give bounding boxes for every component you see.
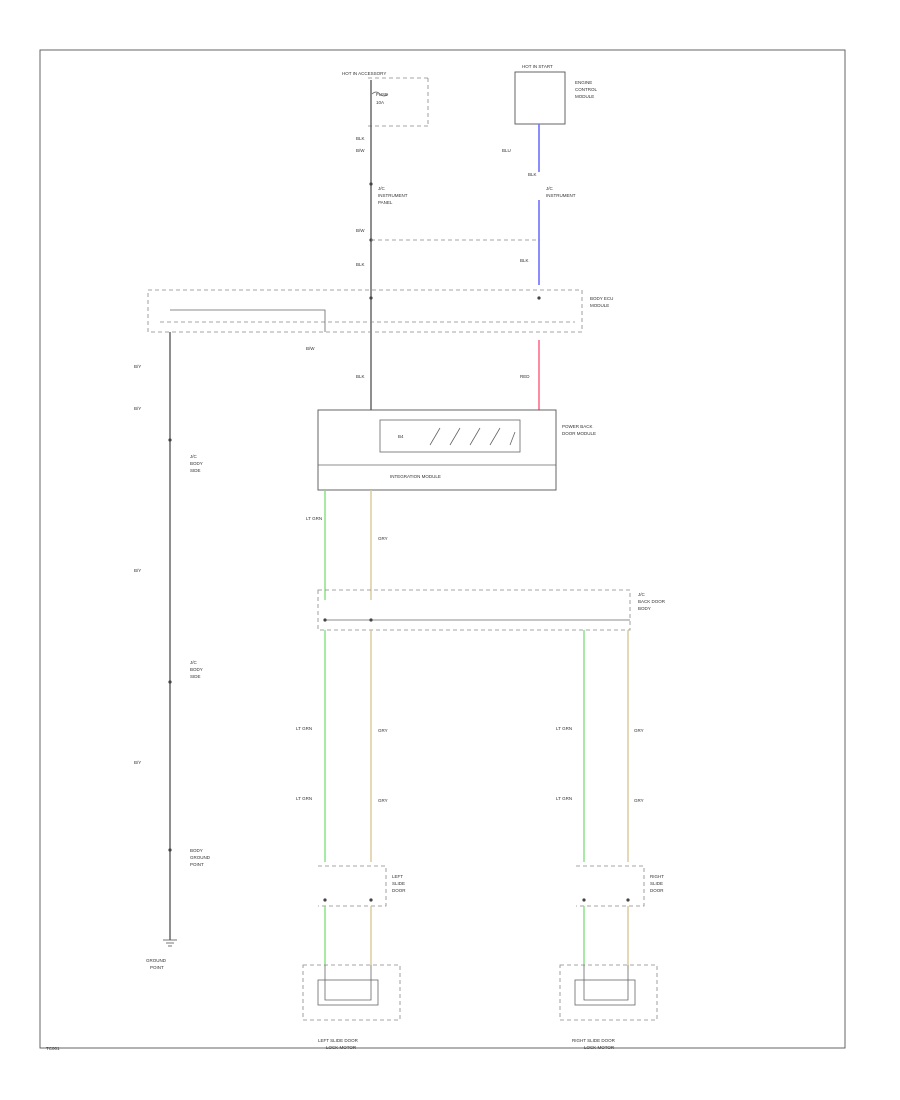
svg-text:RIGHT SLIDE DOOR: RIGHT SLIDE DOOR [572,1038,616,1043]
top-fuse-note-2: 10A [376,100,384,105]
ground-symbol [163,939,177,947]
corner-code: TC001 [46,1046,60,1051]
svg-text:INTEGRATION MODULE: INTEGRATION MODULE [390,474,441,479]
svg-text:J/C: J/C [190,454,198,459]
svg-text:BLK: BLK [520,258,529,263]
svg-text:BODY: BODY [190,848,203,853]
svg-text:GROUND: GROUND [190,855,211,860]
right-lock-motor: RIGHT SLIDE DOOR LOCK MOTOR [559,964,658,1050]
svg-text:B/Y: B/Y [134,364,141,369]
svg-text:DOOR: DOOR [392,888,406,893]
top-fuse-label: HOT IN ACCESSORY [342,71,386,76]
svg-text:BACK DOOR: BACK DOOR [638,599,666,604]
svg-text:BLK: BLK [356,374,365,379]
svg-text:LT GRN: LT GRN [556,726,572,731]
svg-text:POWER BACK: POWER BACK [562,424,593,429]
svg-text:LT GRN: LT GRN [296,796,312,801]
wire-code-2: B/W [356,148,365,153]
svg-text:B4: B4 [398,434,404,439]
wire-code-5: BLK [356,262,365,267]
svg-text:GROUND: GROUND [146,958,167,963]
svg-text:INSTRUMENT: INSTRUMENT [546,193,576,198]
svg-text:SIDE: SIDE [190,674,201,679]
body-ecu-block: BODY ECU MODULE [147,289,613,333]
wire-code-1: BLK [356,136,365,141]
top-fuse-note-1: FUSE [376,92,388,97]
svg-text:BODY ECU: BODY ECU [590,296,613,301]
ignition-block: HOT IN START ENGINE CONTROL MODULE [514,64,597,125]
svg-text:MODULE: MODULE [590,303,609,308]
svg-text:LEFT: LEFT [392,874,403,879]
svg-text:LT GRN: LT GRN [296,726,312,731]
svg-text:LT GRN: LT GRN [306,516,322,521]
svg-text:SIDE: SIDE [190,468,201,473]
junction-c1-label: J/C [378,186,386,191]
svg-text:RED: RED [520,374,530,379]
wire-code-3: B/W [356,228,365,233]
svg-text:POINT: POINT [190,862,204,867]
svg-text:ENGINE: ENGINE [575,80,592,85]
svg-text:GRY: GRY [634,728,644,733]
left-door-connector: LEFT SLIDE DOOR [318,865,406,907]
svg-text:DOOR MODULE: DOOR MODULE [562,431,596,436]
svg-text:B/Y: B/Y [134,568,141,573]
top-fuse-block: HOT IN ACCESSORY FUSE 10A [342,71,429,127]
door-module-block: B4 INTEGRATION MODULE POWER BACK DOOR MO… [317,409,596,491]
svg-text:BLK: BLK [528,172,537,177]
svg-text:J/C: J/C [546,186,554,191]
svg-text:BODY: BODY [190,667,203,672]
svg-text:B/Y: B/Y [134,406,141,411]
right-door-connector: RIGHT SLIDE DOOR [576,865,664,907]
svg-text:GRY: GRY [634,798,644,803]
diagram-frame [39,49,846,1049]
wire-code-4: BLU [502,148,511,153]
svg-text:DOOR: DOOR [650,888,664,893]
svg-text:LT GRN: LT GRN [556,796,572,801]
svg-text:GRY: GRY [378,728,388,733]
svg-text:POINT: POINT [150,965,164,970]
svg-text:BODY: BODY [190,461,203,466]
svg-text:SLIDE: SLIDE [650,881,663,886]
svg-text:B/Y: B/Y [134,760,141,765]
svg-text:PANEL: PANEL [378,200,393,205]
left-lock-motor: LEFT SLIDE DOOR LOCK MOTOR [302,964,401,1050]
svg-text:LOCK MOTOR: LOCK MOTOR [584,1045,615,1050]
svg-text:LOCK MOTOR: LOCK MOTOR [326,1045,357,1050]
svg-text:HOT IN START: HOT IN START [522,64,553,69]
svg-text:J/C: J/C [638,592,646,597]
mid-junction-block: J/C BACK DOOR BODY [317,589,666,631]
svg-text:INSTRUMENT: INSTRUMENT [378,193,408,198]
svg-text:GRY: GRY [378,798,388,803]
svg-text:LEFT SLIDE DOOR: LEFT SLIDE DOOR [318,1038,359,1043]
svg-text:MODULE: MODULE [575,94,594,99]
svg-text:BODY: BODY [638,606,651,611]
svg-text:GRY: GRY [378,536,388,541]
svg-text:RIGHT: RIGHT [650,874,664,879]
svg-text:B/W: B/W [306,346,315,351]
svg-text:CONTROL: CONTROL [575,87,597,92]
svg-text:J/C: J/C [190,660,198,665]
svg-text:SLIDE: SLIDE [392,881,405,886]
fuse-symbol [371,91,389,97]
